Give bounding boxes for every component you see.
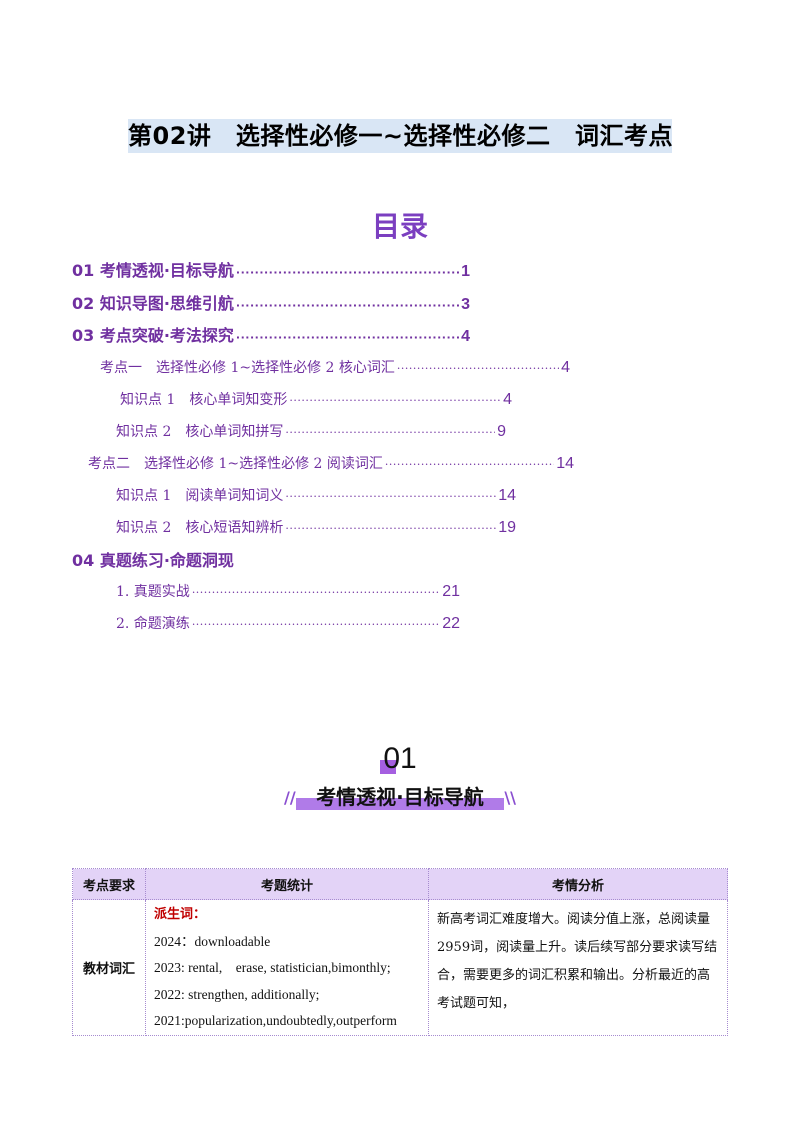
toc-page-number: 4	[461, 328, 470, 345]
toc-page-number: 4	[503, 391, 512, 408]
stats-line: 2024：downloadable	[154, 933, 271, 949]
toc-entry-label: 知识点 2 核心单词知拼写	[116, 424, 284, 440]
section-title: 考情透视·目标导航	[316, 785, 484, 809]
toc-leader-dots	[285, 517, 496, 541]
toc-page-number: 21	[442, 583, 460, 600]
toc-entry[interactable]: 知识点 2 核心单词知拼写 9	[116, 420, 506, 444]
toc-entry-label: 知识点 1 阅读单词知词义	[116, 488, 284, 504]
toc-leader-dots	[236, 326, 459, 350]
section-title-underline	[296, 798, 504, 810]
stats-cell: 派生词： 2024：downloadable 2023: rental, era…	[145, 899, 429, 1036]
toc-entry[interactable]: 01 考情透视·目标导航 1	[72, 259, 470, 283]
toc-leader-dots	[285, 485, 496, 509]
toc-leader-dots	[289, 389, 501, 413]
toc-entry[interactable]: 知识点 2 核心短语知辨析 19	[116, 516, 516, 540]
toc-entry-label: 知识点 2 核心短语知辨析	[116, 520, 284, 536]
toc-leader-dots	[236, 261, 459, 285]
table-row: 教材词汇 派生词： 2024：downloadable 2023: rental…	[72, 899, 728, 1036]
toc-page-number: 4	[561, 359, 570, 376]
toc-entry-label: 01 考情透视·目标导航	[72, 261, 234, 280]
toc-page-number: 14	[498, 487, 516, 504]
toc-page-number: 9	[497, 423, 506, 440]
row-label: 教材词汇	[72, 899, 146, 1036]
toc-page-number: 22	[442, 615, 460, 632]
toc-entry-label: 02 知识导图·思维引航	[72, 294, 234, 313]
toc-entry-label: 考点二 选择性必修 1~选择性必修 2 阅读词汇	[88, 456, 383, 472]
table-header-cell: 考题统计	[145, 868, 429, 900]
section-number: 01	[383, 742, 417, 775]
toc-entry-label: 考点一 选择性必修 1~选择性必修 2 核心词汇	[100, 360, 395, 376]
toc-entry[interactable]: 2. 命题演练 22	[116, 612, 460, 636]
toc-entry-label: 1. 真题实战	[116, 584, 190, 600]
table-header-row: 考点要求 考题统计 考情分析	[72, 868, 728, 900]
toc-page-number: 14	[556, 455, 574, 472]
toc-entry[interactable]: 知识点 1 阅读单词知词义 14	[116, 484, 516, 508]
toc-entry[interactable]: 考点二 选择性必修 1~选择性必修 2 阅读词汇 14	[88, 452, 574, 476]
exam-analysis-table: 考点要求 考题统计 考情分析 教材词汇 派生词： 2024：downloadab…	[72, 868, 728, 1036]
section-title-banner: // 考情透视·目标导航 \\	[284, 784, 516, 814]
toc-entry[interactable]: 03 考点突破·考法探究 4	[72, 324, 470, 348]
toc-entry-label: 知识点 1 核心单词知变形	[120, 392, 288, 408]
toc-leader-dots	[236, 294, 459, 318]
toc-page-number: 3	[461, 296, 470, 313]
table-header-cell: 考情分析	[428, 868, 728, 900]
toc-leader-dots	[385, 453, 554, 477]
stats-subtitle: 派生词：	[154, 907, 207, 922]
toc-leader-dots	[192, 613, 440, 637]
stats-line: 2022: strengthen, additionally;	[154, 986, 320, 1002]
toc-page-number: 19	[498, 519, 516, 536]
toc-leader-dots	[192, 581, 440, 605]
toc-entry[interactable]: 04 真题练习·命题洞现	[72, 549, 372, 573]
slash-decoration-left: //	[284, 788, 296, 807]
toc-entry[interactable]: 02 知识导图·思维引航 3	[72, 292, 470, 316]
analysis-cell: 新高考词汇难度增大。阅读分值上涨，总阅读量2959词，阅读量上升。读后续写部分要…	[428, 899, 728, 1036]
toc-entry[interactable]: 知识点 1 核心单词知变形 4	[120, 388, 512, 412]
slash-decoration-right: \\	[504, 788, 516, 807]
toc-entry-label: 2. 命题演练	[116, 616, 190, 632]
toc-entry[interactable]: 考点一 选择性必修 1~选择性必修 2 核心词汇 4	[100, 356, 570, 380]
toc-page-number: 1	[461, 263, 470, 280]
toc-heading: 目录	[371, 210, 428, 243]
toc-entry[interactable]: 1. 真题实战 21	[116, 580, 460, 604]
document-title: 第02讲 选择性必修一~选择性必修二 词汇考点	[128, 119, 673, 153]
stats-line: 2021:popularization,undoubtedly,outperfo…	[154, 1013, 397, 1028]
section-number-accent	[380, 760, 396, 774]
toc-leader-dots	[285, 421, 495, 445]
toc-entry-label: 03 考点突破·考法探究	[72, 326, 234, 345]
table-header-cell: 考点要求	[72, 868, 146, 900]
toc-leader-dots	[397, 357, 559, 381]
toc-entry-label: 04 真题练习·命题洞现	[72, 551, 234, 570]
stats-line: 2023: rental, erase, statistician,bimont…	[154, 960, 391, 975]
